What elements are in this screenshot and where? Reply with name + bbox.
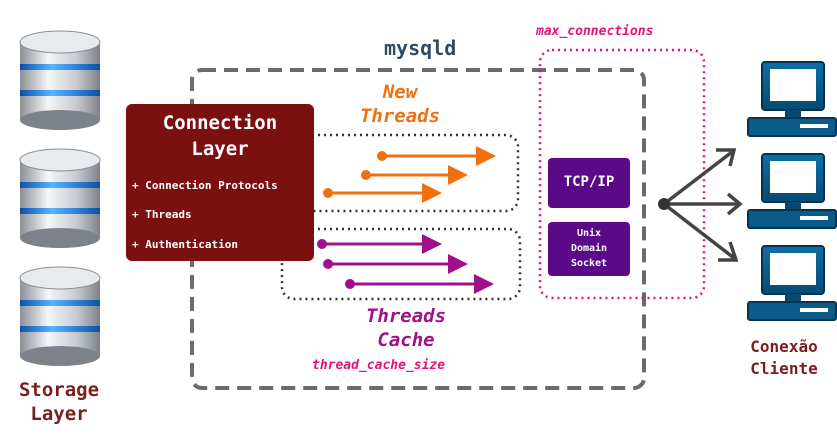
connection-item: + Authentication xyxy=(132,238,238,251)
database-icon xyxy=(19,30,101,130)
connection-title-line: Connection xyxy=(162,112,278,134)
cached-thread-arrow xyxy=(345,274,494,294)
new-thread-arrow xyxy=(377,146,496,166)
mysqld-label: mysqld xyxy=(384,36,457,60)
client-connector xyxy=(658,148,743,262)
new-threads-group xyxy=(298,133,520,213)
database-icon xyxy=(19,266,101,366)
storage-label-line: Storage xyxy=(18,379,100,401)
computer-icon xyxy=(747,61,837,137)
new-threads-line: New xyxy=(382,81,418,103)
connection-item: + Connection Protocols xyxy=(132,179,278,192)
unix-socket-line: Unix xyxy=(576,228,602,239)
new-thread-arrow xyxy=(323,183,442,203)
connection-layer-box xyxy=(126,104,314,261)
tcp-ip-label: TCP/IP xyxy=(563,174,615,190)
unix-socket-box xyxy=(548,222,630,276)
mysqld-container xyxy=(190,68,646,390)
client-label-line: Conexão xyxy=(750,337,818,356)
new-threads-line: Threads xyxy=(359,105,441,127)
thread-cache-size-label: thread_cache_size xyxy=(312,358,446,373)
client-label: Conexão Cliente xyxy=(734,336,834,380)
client-label-line: Cliente xyxy=(750,359,818,378)
cached-thread-arrow xyxy=(317,234,442,254)
computer-icon xyxy=(747,153,837,229)
threads-cache-label: Threads Cache xyxy=(336,304,476,352)
tcp-ip-box xyxy=(548,158,630,208)
threads-cache-group xyxy=(280,227,522,301)
connection-layer-title: Connection Layer xyxy=(126,110,314,162)
database-icon xyxy=(19,148,101,248)
threads-cache-line: Cache xyxy=(377,329,435,351)
connection-title-line: Layer xyxy=(191,138,249,160)
connection-item: + Threads xyxy=(132,208,192,221)
unix-socket-label: Unix Domain Socket xyxy=(548,226,630,271)
storage-layer-label: Storage Layer xyxy=(4,378,114,426)
new-thread-arrow xyxy=(361,165,468,185)
threads-cache-line: Threads xyxy=(365,305,447,327)
unix-socket-line: Socket xyxy=(570,258,608,269)
storage-label-line: Layer xyxy=(30,403,88,425)
max-connections-label: max_connections xyxy=(536,24,654,39)
computer-icon xyxy=(747,245,837,321)
cached-thread-arrow xyxy=(323,254,468,274)
new-threads-label: New Threads xyxy=(330,80,470,128)
unix-socket-line: Domain xyxy=(570,243,608,254)
